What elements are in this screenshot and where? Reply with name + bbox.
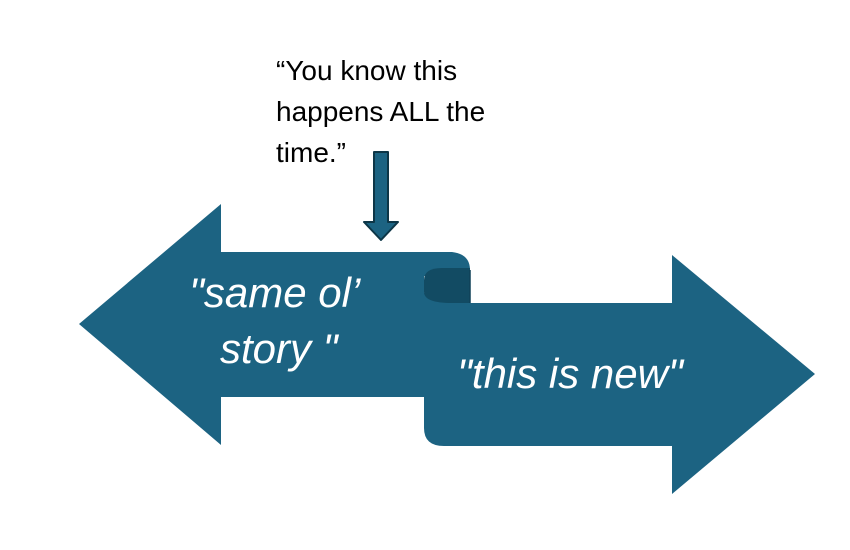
quote-callout: “You know this happens ALL the time.” — [276, 55, 485, 168]
ribbon-fold — [424, 268, 470, 303]
left-arrow-label-line-1: "same ol’ — [189, 269, 361, 316]
right-arrow-shape — [424, 255, 815, 494]
quote-line-1: “You know this — [276, 55, 457, 86]
quote-line-3: time.” — [276, 137, 346, 168]
left-arrow-label-line-2: story " — [220, 325, 340, 372]
right-arrow-label: "this is new" — [457, 350, 685, 397]
left-arrow-shape — [79, 204, 470, 445]
pointer-down-arrow-icon — [363, 151, 399, 241]
left-arrow-label: "same ol’ story " — [189, 269, 361, 372]
quote-line-2: happens ALL the — [276, 96, 485, 127]
